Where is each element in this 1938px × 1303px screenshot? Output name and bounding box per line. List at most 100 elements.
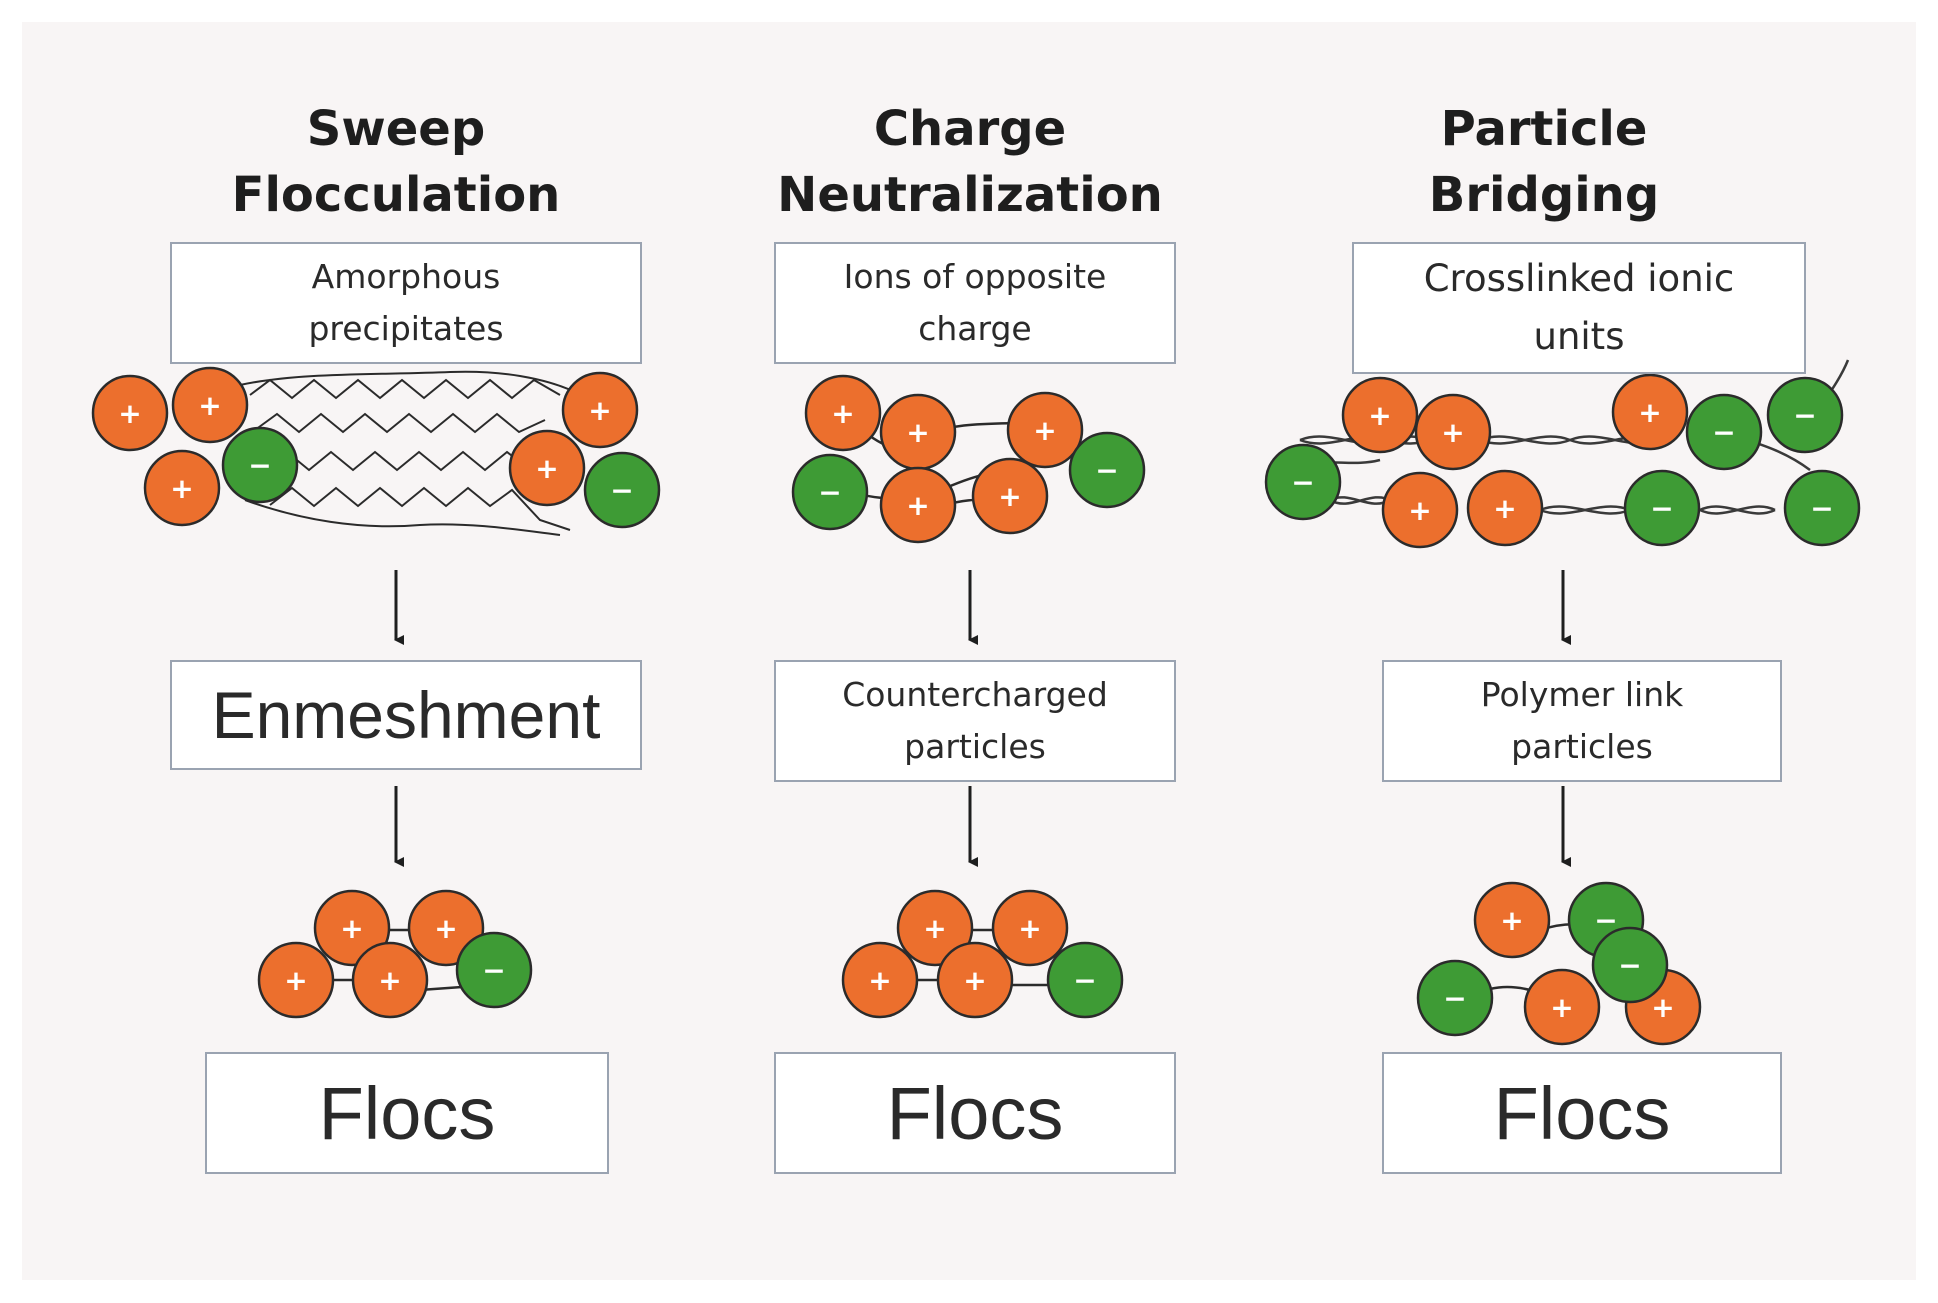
negative-particle-circle [1685,393,1763,471]
title-particle-bridging: Particle Bridging [1344,96,1744,228]
minus-sign: − [1594,904,1617,937]
title-sweep-flocculation: Sweep Flocculation [196,96,596,228]
minus-sign: − [1073,964,1096,997]
minus-sign: − [1291,466,1314,499]
plus-sign: + [284,964,307,997]
plus-sign: + [1493,492,1516,525]
box-ions-of-opposite-charge: Ions of opposite charge [774,242,1176,364]
plus-sign: + [831,397,854,430]
positive-particle: + [143,449,221,527]
positive-particle: + [1466,469,1544,547]
positive-particle: + [804,374,882,452]
negative-particle-circle [221,426,299,504]
negative-particle: − [1623,469,1701,547]
positive-particle: + [1523,968,1601,1046]
box-line-2: particles [1511,727,1653,766]
precipitate-mesh [239,370,576,536]
positive-particle-circle [879,466,957,544]
minus-sign: − [1095,454,1118,487]
positive-particle: + [1414,393,1492,471]
minus-sign: − [818,476,841,509]
positive-particle: + [1341,376,1419,454]
box-text: Flocs [1493,1071,1671,1155]
box-line-2: precipitates [308,309,504,348]
minus-sign: − [482,954,505,987]
positive-particle: + [936,941,1014,1019]
box-polymer-link-particles: Polymer link particles [1382,660,1782,782]
positive-particle-circle [971,457,1049,535]
title-line-2: Flocculation [231,167,561,223]
plus-sign: + [1651,991,1674,1024]
box-amorphous-precipitates: Amorphous precipitates [170,242,642,364]
negative-particle: − [455,931,533,1009]
plus-sign: + [923,912,946,945]
plus-sign: + [906,489,929,522]
positive-particle: + [351,941,429,1019]
positive-particle: + [841,941,919,1019]
title-charge-neutralization: Charge Neutralization [740,96,1200,228]
positive-particle-circle [1523,968,1601,1046]
negative-particle-circle [1416,959,1494,1037]
box-line-1: Crosslinked ionic [1423,257,1735,300]
negative-particle: − [1068,431,1146,509]
positive-particle: + [991,889,1069,967]
plus-sign: + [906,416,929,449]
negative-particle: − [1685,393,1763,471]
negative-particle: − [221,426,299,504]
negative-particle-circle [1591,926,1669,1004]
positive-particle-circle [257,941,335,1019]
particles-charge-top: +++−−++ [791,374,1146,544]
negative-particle: − [791,453,869,531]
box-line-1: Countercharged [842,675,1108,714]
particles-bridging-floc: +−−++− [1416,881,1702,1046]
positive-particle: + [313,889,391,967]
positive-particle-circle [1341,376,1419,454]
box-flocs-sweep: Flocs [205,1052,609,1174]
positive-particle-circle [143,449,221,527]
box-line-2: units [1533,315,1625,358]
negative-particle-circle [1264,443,1342,521]
box-flocs-bridging: Flocs [1382,1052,1782,1174]
negative-particle: − [1766,376,1844,454]
plus-sign: + [1368,399,1391,432]
negative-particle-circle [1623,469,1701,547]
positive-particle-circle [351,941,429,1019]
box-line-1: Ions of opposite [843,257,1107,296]
plus-sign: + [1638,396,1661,429]
box-line-1: Polymer link [1480,675,1684,714]
particles-bridging-top: +++−−−++−− [1264,373,1861,549]
negative-particle: − [1264,443,1342,521]
positive-particle: + [508,429,586,507]
minus-sign: − [1650,492,1673,525]
positive-particle: + [171,366,249,444]
positive-particle-circle [841,941,919,1019]
minus-sign: − [1712,416,1735,449]
positive-particle-circle [991,889,1069,967]
box-enmeshment: Enmeshment [170,660,642,770]
negative-particle-circle [1783,469,1861,547]
negative-particle-circle [455,931,533,1009]
positive-particle: + [1611,373,1689,451]
title-line-2: Neutralization [777,167,1163,223]
positive-particle-circle [313,889,391,967]
positive-particle-circle [1414,393,1492,471]
plus-sign: + [998,480,1021,513]
positive-particle-circle [508,429,586,507]
positive-particle-circle [171,366,249,444]
positive-particle-circle [936,941,1014,1019]
negative-particle-circle [791,453,869,531]
box-line-2: charge [918,309,1032,348]
minus-sign: − [1793,399,1816,432]
box-flocs-charge: Flocs [774,1052,1176,1174]
positive-particle-circle [1006,391,1084,469]
positive-particle-circle [1473,881,1551,959]
plus-sign: + [1550,991,1573,1024]
arrows [394,570,1571,867]
positive-particle-circle [91,374,169,452]
particles: ++−+++−+++−−+++++−−−++−−++++−++++−+−−++− [91,366,1861,1046]
plus-sign: + [434,912,457,945]
positive-particle: + [879,393,957,471]
title-line-1: Charge [873,101,1067,157]
plus-sign: + [340,912,363,945]
